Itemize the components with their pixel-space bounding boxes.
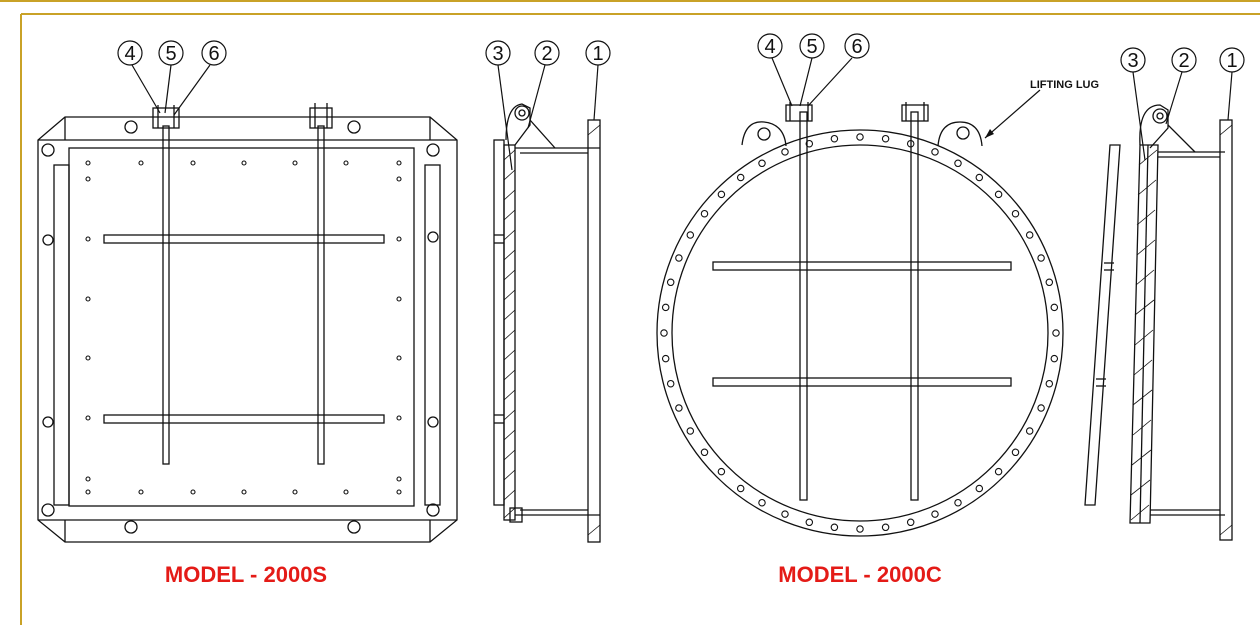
bolt-hole — [1037, 254, 1045, 262]
bolt-hole — [1025, 231, 1034, 239]
callout-2-right: 2 — [1178, 50, 1189, 72]
flange-bolt-holes — [660, 133, 1060, 533]
callout-1-right: 1 — [1226, 50, 1237, 72]
bolt-hole — [805, 518, 814, 527]
bolt-hole — [994, 467, 1003, 476]
bolt-hole — [1045, 379, 1054, 388]
callout-5-left: 5 — [165, 43, 176, 65]
square-side-hatching — [503, 124, 601, 536]
callout-1-left: 1 — [592, 43, 603, 65]
circular-front-callouts: 4 5 6 LIFTING LUG — [757, 33, 1099, 139]
bolt-hole — [700, 448, 709, 457]
bolt-hole — [931, 510, 939, 518]
bolt-hole — [758, 498, 766, 507]
bolt-hole — [661, 354, 670, 363]
square-front-callouts: 4 5 6 — [117, 40, 227, 116]
caption-model-2000s: MODEL - 2000S — [165, 562, 327, 587]
circular-side-hatching — [1130, 124, 1233, 536]
bolt-hole — [781, 148, 789, 156]
bolt-hole — [661, 303, 670, 312]
bolt-hole — [954, 498, 962, 507]
bolt-hole — [660, 329, 668, 337]
circular-side-callouts: 3 2 1 — [1120, 47, 1245, 161]
bolt-hole — [666, 379, 675, 388]
bolt-hole — [856, 525, 864, 533]
callout-3-right: 3 — [1127, 50, 1138, 72]
bolt-hole — [954, 159, 962, 168]
bolt-hole — [666, 278, 675, 287]
bolt-hole — [1045, 278, 1054, 287]
bolt-hole — [717, 190, 726, 199]
bolt-hole — [856, 133, 864, 141]
bolt-hole — [717, 467, 726, 476]
bolt-hole — [1050, 303, 1059, 312]
caption-model-2000c: MODEL - 2000C — [778, 562, 942, 587]
bolt-hole — [758, 159, 766, 168]
bolt-hole — [931, 148, 939, 156]
callout-3-left: 3 — [492, 43, 503, 65]
square-side-callouts: 3 2 1 — [485, 40, 611, 171]
callout-5-right: 5 — [806, 36, 817, 58]
bolt-hole — [781, 510, 789, 518]
callout-4-right: 4 — [764, 36, 775, 58]
square-side-view — [493, 103, 601, 543]
bolt-hole — [736, 173, 745, 182]
bolt-hole — [675, 254, 683, 262]
bolt-hole — [1011, 448, 1020, 457]
bolt-hole — [700, 209, 709, 218]
bolt-hole — [1037, 404, 1045, 412]
square-front-view — [37, 103, 458, 543]
bolt-hole — [1025, 427, 1034, 435]
bolt-hole — [830, 523, 839, 532]
bolt-hole — [805, 139, 814, 148]
callout-4-left: 4 — [124, 43, 135, 65]
bolt-hole — [881, 523, 890, 532]
lifting-lug-label: LIFTING LUG — [1030, 79, 1099, 91]
bolt-hole — [906, 518, 915, 527]
bolt-hole — [675, 404, 683, 412]
bolt-hole — [830, 134, 839, 143]
bolt-hole — [994, 190, 1003, 199]
bolt-hole — [1052, 329, 1060, 337]
circular-side-view — [1084, 104, 1233, 541]
bolt-hole — [686, 427, 695, 435]
bolt-hole — [975, 484, 984, 493]
bolt-hole — [975, 173, 984, 182]
bolt-hole — [1011, 209, 1020, 218]
callout-6-left: 6 — [208, 43, 219, 65]
bolt-hole — [881, 134, 890, 143]
callout-6-right: 6 — [851, 36, 862, 58]
circular-front-view — [656, 102, 1064, 537]
bolt-hole — [736, 484, 745, 493]
bolt-hole — [906, 139, 915, 148]
callout-2-left: 2 — [541, 43, 552, 65]
square-plate-rivets — [85, 160, 402, 495]
bolt-hole — [1050, 354, 1059, 363]
bolt-hole — [686, 231, 695, 239]
